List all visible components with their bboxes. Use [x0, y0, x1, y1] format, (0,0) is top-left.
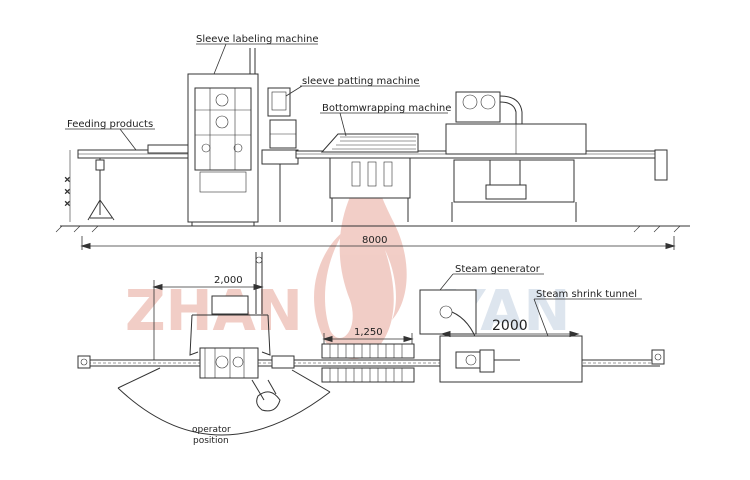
wrapping-width-value: 1,250 [354, 327, 383, 338]
height-markers: × × × [64, 150, 71, 222]
label-bottom-wrapping-machine: Bottomwrapping machine [322, 103, 451, 114]
label-sleeve-patting-machine: sleeve patting machine [302, 76, 419, 87]
tunnel-length-value: 2000 [492, 318, 528, 334]
total-length-dimension: 8000 [80, 235, 676, 250]
label-steam-generator: Steam generator [455, 264, 541, 275]
bottom-wrapping-plan [321, 343, 415, 383]
total-length-value: 8000 [362, 235, 387, 246]
elevation-view: × × × [55, 34, 690, 250]
steam-generator-plan: Steam generator [419, 264, 544, 355]
labeler-plan [189, 252, 295, 412]
sleeve-patting-machine [261, 87, 299, 222]
svg-text:×: × [64, 199, 71, 208]
shrink-tunnel-elevation [445, 91, 587, 222]
label-feeding-products: Feeding products [67, 119, 153, 130]
labeler-width-dimension: 2,000 [152, 275, 264, 360]
svg-text:×: × [64, 175, 71, 184]
plan-view: operator position [77, 252, 665, 446]
floor-hatch [55, 225, 681, 233]
tunnel-length-dimension: 2000 [440, 318, 580, 338]
label-steam-shrink-tunnel: Steam shrink tunnel [536, 289, 637, 300]
labeler-width-value: 2,000 [214, 275, 243, 286]
svg-text:×: × [64, 187, 71, 196]
watermark-flame-logo [314, 160, 407, 360]
label-sleeve-labeling-machine: Sleeve labeling machine [196, 34, 318, 45]
bottom-wrapping-machine [320, 133, 419, 222]
shrink-tunnel-plan: Steam shrink tunnel [439, 289, 642, 383]
operator-position-line2: position [193, 436, 229, 446]
sleeve-labeling-machine [187, 48, 259, 226]
operator-position-line1: operator [192, 425, 231, 435]
wrapping-width-dimension: 1,250 [322, 327, 414, 344]
feeding-conveyor [77, 144, 194, 221]
callouts-elevation: Sleeve labeling machine sleeve patting m… [65, 34, 451, 151]
operator-area: operator position [117, 367, 331, 446]
